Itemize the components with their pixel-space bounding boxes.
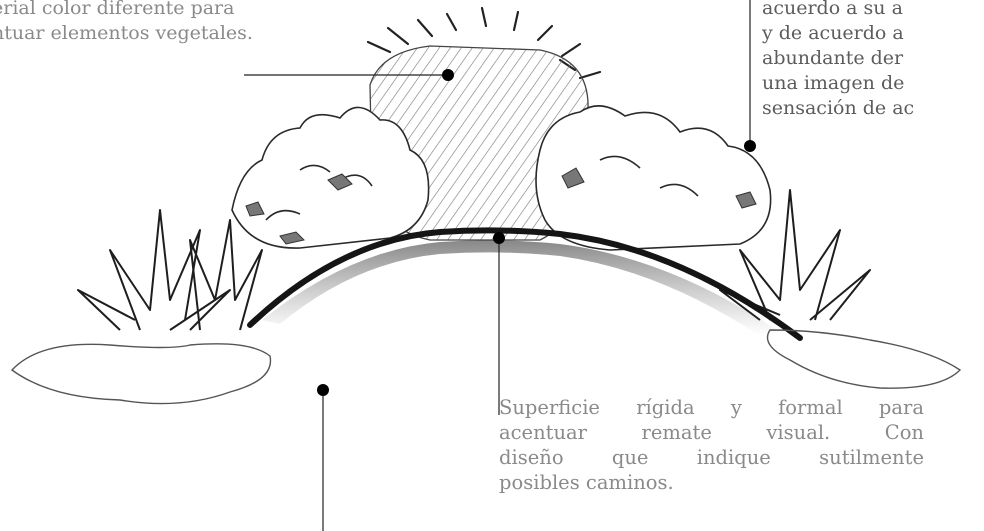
shrub-dark-spots-right bbox=[561, 167, 757, 209]
callout-dot-surface bbox=[493, 232, 505, 244]
annotation-line: Superficie rígida y formal para bbox=[499, 396, 924, 419]
annotation-bottom: Superficie rígida y formal para acentuar… bbox=[499, 395, 924, 495]
annotation-line: ntuar elementos vegetales. bbox=[0, 22, 253, 44]
shrubs-left bbox=[231, 106, 430, 249]
shrub-dark-spots-left bbox=[245, 173, 353, 245]
annotation-top-left: erial color diferente para ntuar element… bbox=[0, 0, 253, 46]
leader-dots bbox=[317, 69, 756, 396]
annotation-line: y de acuerdo a bbox=[762, 22, 904, 44]
callout-dot-tree bbox=[442, 69, 454, 81]
annotation-line: abundante der bbox=[762, 47, 904, 69]
annotation-top-right: acuerdo a su a y de acuerdo a abundante … bbox=[762, 0, 914, 121]
annotation-line: acentuar remate visual. Con bbox=[499, 421, 924, 444]
annotation-line: acuerdo a su a bbox=[762, 0, 903, 19]
annotation-line: sensación de ac bbox=[762, 97, 915, 119]
ground-outline bbox=[10, 329, 962, 405]
spiky-plant-left bbox=[77, 209, 231, 331]
callout-dot-shrubs bbox=[744, 140, 756, 152]
annotation-line: una imagen de bbox=[762, 72, 905, 94]
annotation-line: diseño que indique sutilmente bbox=[499, 446, 924, 469]
annotation-line: erial color diferente para bbox=[0, 0, 235, 19]
mound bbox=[247, 227, 803, 341]
annotation-line: posibles caminos. bbox=[499, 471, 674, 494]
spiky-plant-center-left bbox=[189, 219, 263, 331]
callout-dot-ground bbox=[317, 384, 329, 396]
leader-lines bbox=[244, 0, 751, 531]
